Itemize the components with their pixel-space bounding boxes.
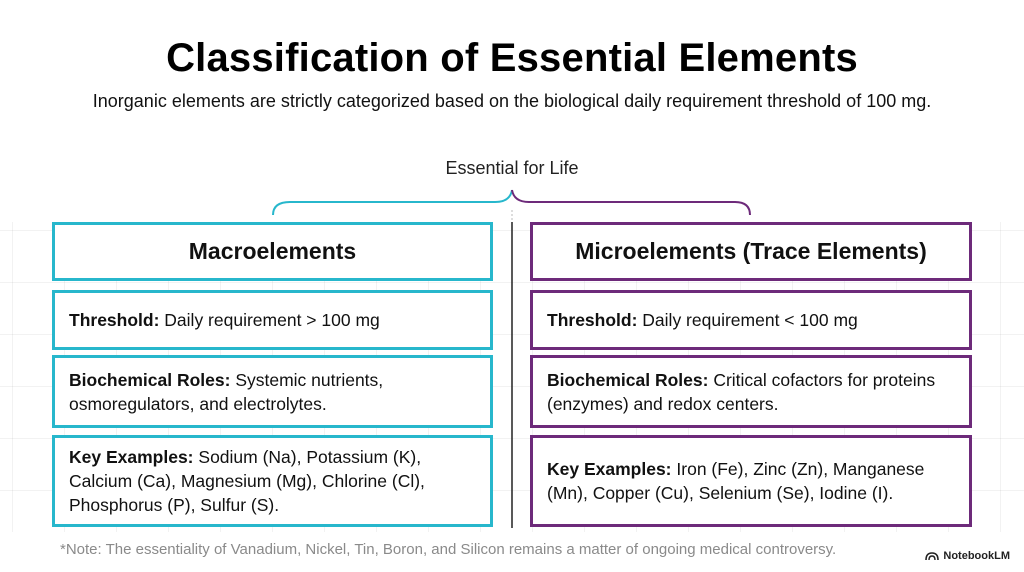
notebooklm-logo-icon [925,552,940,561]
brand-name: NotebookLM [943,550,1010,562]
macro-threshold-label: Threshold: [69,310,160,330]
microelements-header: Microelements (Trace Elements) [530,222,972,281]
macro-examples-text: Sodium (Na), Potassium (K), Calcium (Ca)… [69,447,425,515]
micro-roles-card: Biochemical Roles: Critical cofactors fo… [530,355,972,428]
brace-label: Essential for Life [445,158,579,178]
micro-examples-text: Iron (Fe), Zinc (Zn), Manganese (Mn), Co… [547,459,925,503]
macro-threshold-text: Daily requirement > 100 mg [164,310,380,330]
brand-watermark: NotebookLM [925,550,1010,562]
micro-examples-label: Key Examples: [547,459,672,479]
macroelements-heading: Macroelements [188,238,357,264]
micro-roles-label: Biochemical Roles: [547,369,709,390]
macro-roles-card: Biochemical Roles: Systemic nutrients, o… [52,355,493,428]
micro-threshold-text: Daily requirement < 100 mg [642,310,858,330]
micro-roles-text: Critical cofactors for proteins (enzymes… [547,369,936,414]
page-subtitle: Inorganic elements are strictly categori… [92,91,932,111]
microelements-heading: Microelements (Trace Elements) [575,238,927,264]
macro-threshold-card: Threshold: Daily requirement > 100 mg [52,290,493,350]
footnote: *Note: The essentiality of Vanadium, Nic… [60,541,837,558]
brace-left-arm [272,189,513,216]
page-title: Classification of Essential Elements [166,36,858,80]
micro-examples-card: Key Examples: Iron (Fe), Zinc (Zn), Mang… [530,435,972,527]
macro-roles-label: Biochemical Roles: [69,369,231,390]
macroelements-header: Macroelements [52,222,493,281]
macro-roles-text: Systemic nutrients, osmoregulators, and … [69,369,384,414]
micro-threshold-label: Threshold: [547,310,638,330]
micro-threshold-card: Threshold: Daily requirement < 100 mg [530,290,972,350]
brace-right-arm [511,189,751,216]
macro-examples-label: Key Examples: [69,447,194,467]
macro-examples-card: Key Examples: Sodium (Na), Potassium (K)… [52,435,493,527]
